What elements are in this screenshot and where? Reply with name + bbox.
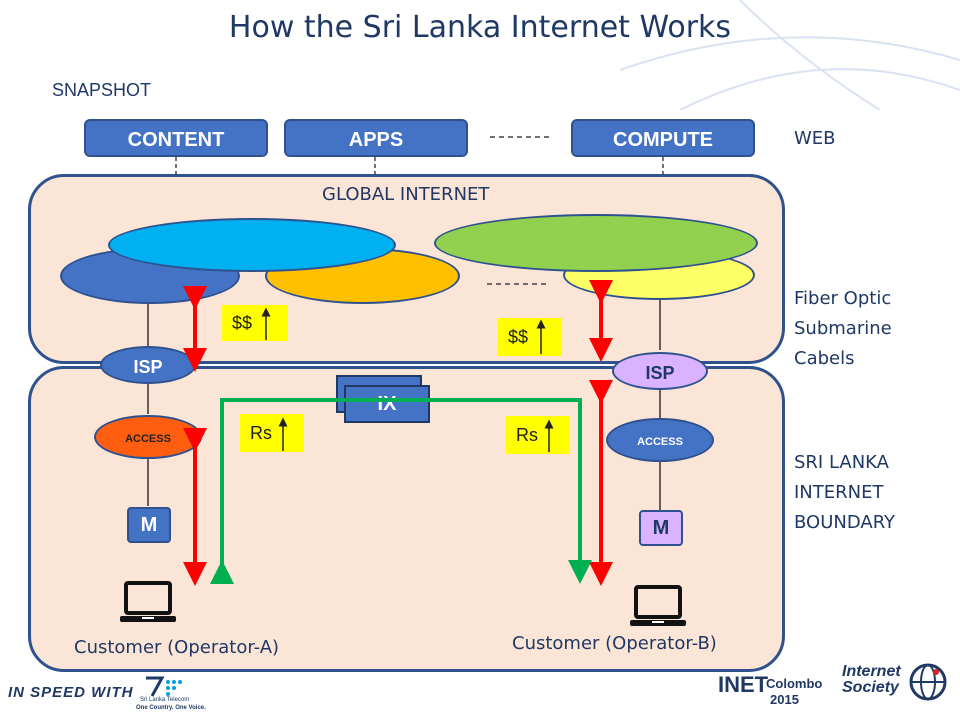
boundary-label: SRI LANKA INTERNET BOUNDARY <box>794 448 895 538</box>
boundary-label-line1: SRI LANKA <box>794 452 889 473</box>
slt-logo-icon <box>146 676 182 697</box>
inet-logo-colombo: Colombo <box>766 676 823 691</box>
boundary-label-line3: BOUNDARY <box>794 512 896 533</box>
slide-title: How the Sri Lanka Internet Works <box>228 10 732 45</box>
isoc-logo-text: Internet Society <box>842 664 901 696</box>
compute-box: COMPUTE <box>571 119 755 157</box>
cost-tag-global-right: $$ <box>498 318 562 356</box>
apps-box: APPS <box>284 119 468 157</box>
cost-tag-text: Rs <box>250 423 272 443</box>
background-decoration <box>620 0 960 110</box>
cost-tag-text: $$ <box>508 327 529 347</box>
isoc-logo-line1: Internet <box>842 663 901 680</box>
inet-logo-text: INET <box>718 672 769 697</box>
inet-logo-year: 2015 <box>770 692 799 707</box>
global-cloud-cyan <box>108 218 396 272</box>
global-internet-label: GLOBAL INTERNET <box>322 184 490 205</box>
cost-tag-text: Rs <box>516 425 538 445</box>
cost-tag-global-left: $$ <box>222 305 288 341</box>
cost-tag-text: $$ <box>232 313 253 333</box>
customer-operator-a: Customer (Operator-A) <box>74 637 280 658</box>
fiber-optic-label: Fiber Optic Submarine Cabels <box>794 284 892 374</box>
fiber-label-line3: Cabels <box>794 348 855 369</box>
slt-logo-line1: Sri Lanka Telecom <box>140 697 190 703</box>
ix-box: IX <box>344 385 430 423</box>
cost-tag-local-left: Rs <box>240 414 304 452</box>
laptop-icon-right <box>630 585 686 626</box>
isp-right: ISP <box>612 352 708 390</box>
isoc-globe-icon <box>909 663 947 701</box>
global-cloud-green <box>434 214 758 272</box>
access-right: ACCESS <box>606 418 714 462</box>
snapshot-label: SNAPSHOT <box>52 80 152 100</box>
modem-left: M <box>127 507 171 543</box>
laptop-icon-left <box>120 581 176 622</box>
isp-left: ISP <box>100 346 196 384</box>
boundary-label-line2: INTERNET <box>794 482 884 503</box>
customer-operator-b: Customer (Operator-B) <box>512 633 717 654</box>
fiber-label-line1: Fiber Optic <box>794 288 892 309</box>
modem-right: M <box>639 510 683 546</box>
web-label: WEB <box>794 128 836 149</box>
cost-tag-local-right: Rs <box>506 416 570 454</box>
green-arrow-ix-path <box>210 398 592 584</box>
fiber-label-line2: Submarine <box>794 318 892 339</box>
content-box: CONTENT <box>84 119 268 157</box>
isoc-logo-line2: Society <box>842 679 899 696</box>
slt-logo-line2: One Country. One Voice. <box>136 705 206 711</box>
inspeed-logo-text: IN SPEED WITH <box>8 684 134 701</box>
